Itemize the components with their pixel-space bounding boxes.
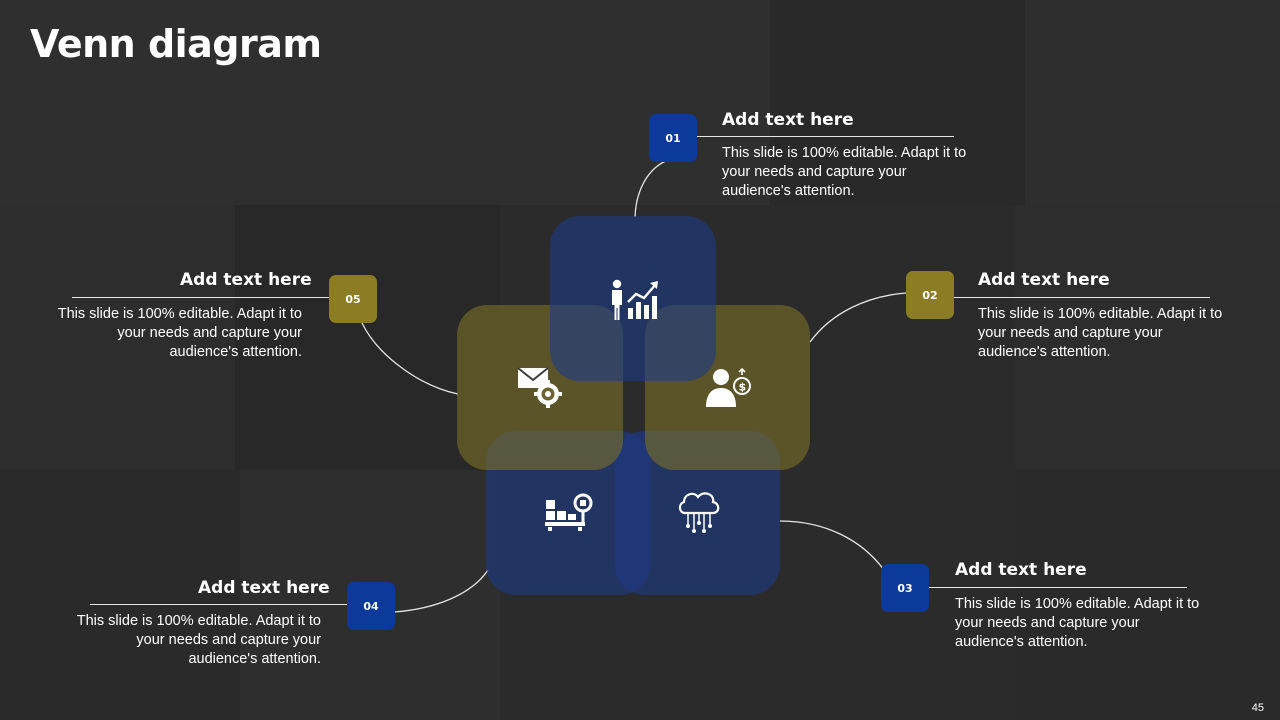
background-block — [235, 205, 500, 470]
connector-04 — [393, 569, 489, 613]
person-money-icon: $ — [706, 367, 751, 407]
badge-05: 05 — [329, 275, 377, 323]
connector-02 — [809, 292, 907, 343]
item-05-text: This slide is 100% editable. Adapt it to… — [57, 306, 302, 360]
item-02-heading: Add text here — [978, 270, 1110, 290]
item-01-heading: Add text here — [722, 110, 854, 130]
item-03-rule — [929, 587, 1187, 588]
page-title: Venn diagram — [30, 22, 322, 66]
item-04-text: This slide is 100% editable. Adapt it to… — [76, 613, 321, 667]
background-block — [0, 0, 770, 205]
background-block — [0, 205, 235, 470]
badge-01: 01 — [649, 114, 697, 162]
item-02-rule — [954, 297, 1210, 298]
inventory-search-icon — [545, 493, 593, 531]
background-block — [1025, 0, 1280, 205]
background-block — [0, 470, 240, 720]
badge-03: 03 — [881, 564, 929, 612]
background-block — [1015, 205, 1280, 470]
background-block — [770, 0, 1025, 205]
item-02-text: This slide is 100% editable. Adapt it to… — [978, 306, 1223, 360]
item-05-rule — [72, 297, 329, 298]
person-chart-icon — [612, 279, 658, 320]
connector-03 — [779, 520, 885, 571]
item-04-heading: Add text here — [198, 578, 330, 598]
connector-01 — [634, 159, 669, 218]
item-05-heading: Add text here — [180, 270, 312, 290]
badge-04: 04 — [347, 582, 395, 630]
item-03-heading: Add text here — [955, 560, 1087, 580]
item-01-text: This slide is 100% editable. Adapt it to… — [722, 145, 967, 199]
slide-number: 45 — [1251, 702, 1264, 714]
item-03-text: This slide is 100% editable. Adapt it to… — [955, 596, 1200, 650]
email-gear-icon — [517, 367, 562, 408]
item-01-rule — [697, 136, 954, 137]
background-block — [1015, 470, 1280, 720]
svg-text:$: $ — [739, 381, 747, 394]
badge-02: 02 — [906, 271, 954, 319]
cloud-network-icon — [678, 492, 720, 533]
connector-05 — [361, 322, 459, 395]
item-04-rule — [90, 604, 347, 605]
